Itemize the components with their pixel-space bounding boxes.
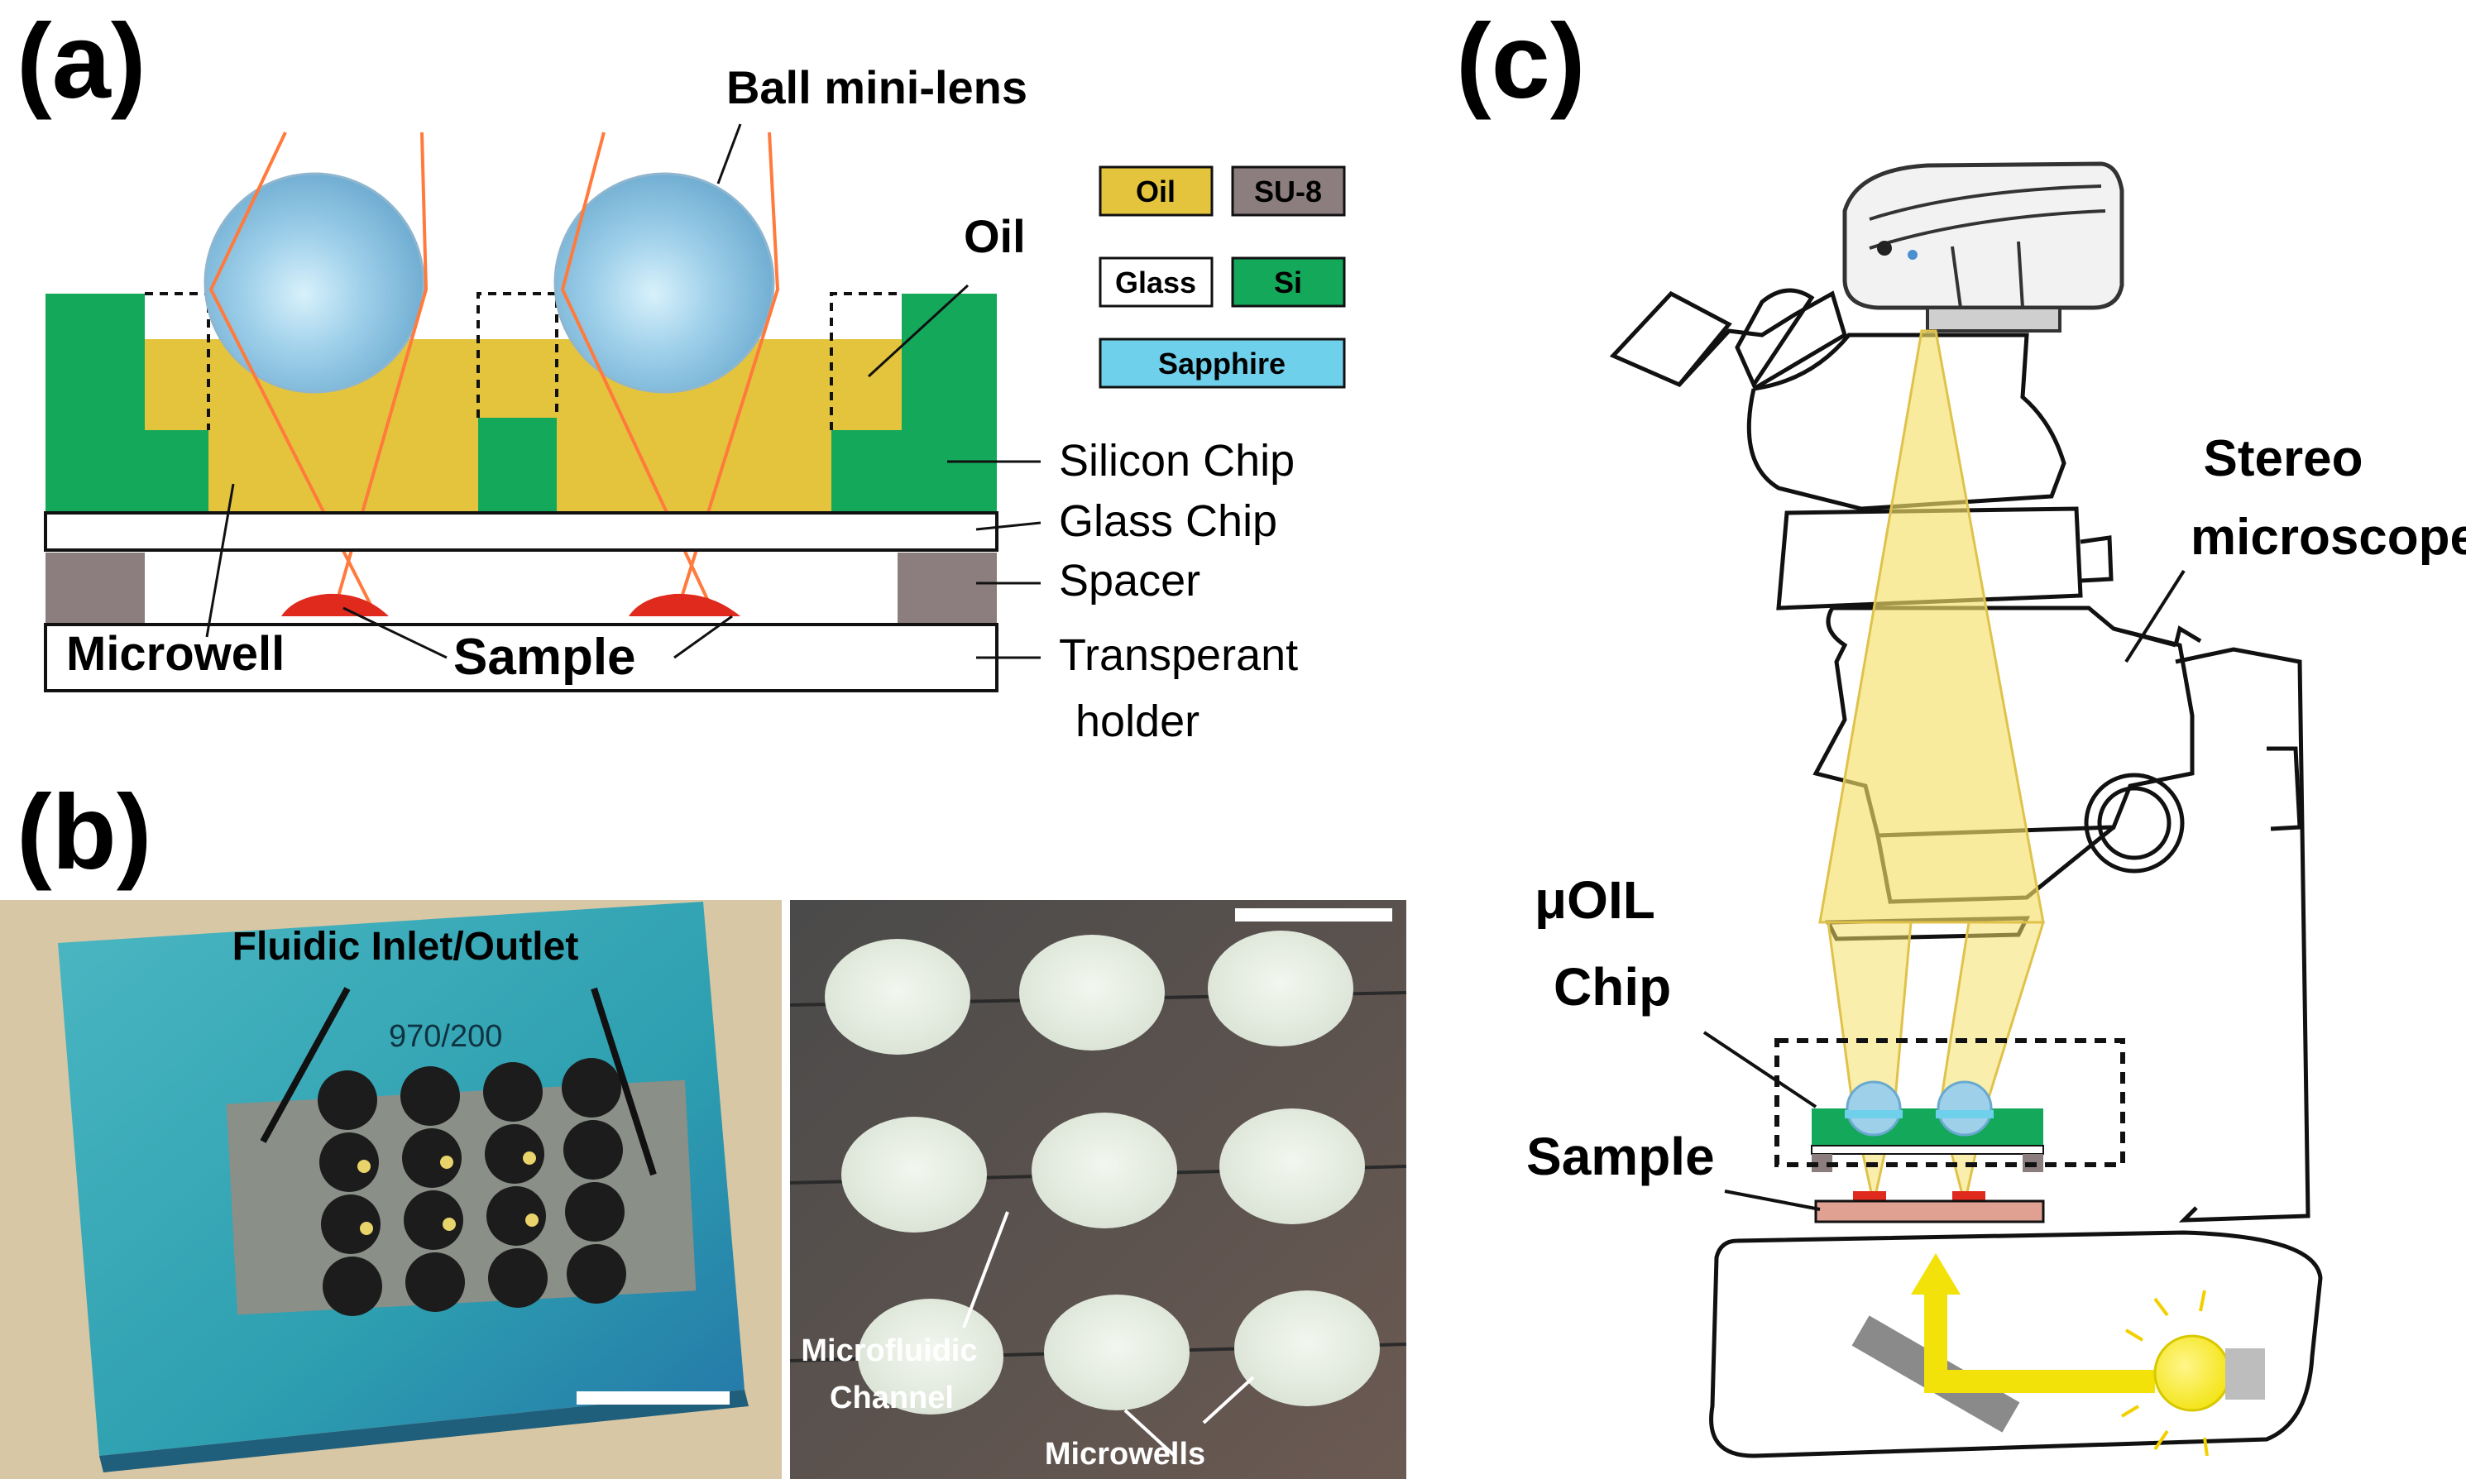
label-microwell: Microwell [66, 627, 285, 681]
label-uoil: μOIL [1535, 870, 1655, 930]
ball-lens-right [553, 172, 775, 394]
label-chip: Chip [1554, 957, 1671, 1017]
scale-bar-right [1235, 908, 1392, 922]
legend-label-sapphire: Sapphire [1158, 347, 1286, 381]
light-glow-rays [2120, 1290, 2209, 1457]
label-sample: Sample [453, 629, 636, 686]
sample-left [281, 593, 389, 616]
sample-right [629, 593, 740, 616]
camera [1842, 161, 2124, 333]
label-oil: Oil [964, 210, 1026, 262]
cross-section-diagram [44, 132, 998, 692]
camera-led-icon [1908, 250, 1918, 260]
label-spacer: Spacer [1059, 556, 1200, 606]
light-rays [208, 132, 780, 609]
bulb-icon [2153, 1334, 2231, 1412]
light-beam [1818, 329, 2046, 1204]
microwell-photo: Microfluidic Channel Microwells [789, 900, 1407, 1479]
panel-label-b: (b) [17, 773, 151, 892]
material-legend: Oil SU-8 Glass Si Sapphire [1099, 165, 1346, 389]
microscope-drawing: Stereo microscope μOIL Chip Sample [1526, 161, 2466, 1458]
label-microscope: microscope [2191, 509, 2466, 566]
panel-a-leaders [205, 123, 1041, 659]
silicon-left [45, 294, 208, 513]
camera-button-icon [1877, 241, 1892, 256]
label-channel: Channel [830, 1381, 954, 1415]
arrow-up-icon [1911, 1253, 1961, 1295]
legend-label-su8: SU-8 [1254, 175, 1322, 208]
glass-chip [44, 511, 998, 552]
label-holder: holder [1075, 697, 1199, 746]
chip-edge [99, 1390, 749, 1472]
microwell-grid [825, 931, 1380, 1415]
ball-lens-left [204, 172, 425, 394]
legend-label-glass: Glass [1115, 266, 1196, 299]
spacer-right [898, 553, 997, 623]
chip-marking: 970/200 [389, 1019, 502, 1054]
label-silicon-chip: Silicon Chip [1059, 436, 1295, 486]
panel-c-leaders [1702, 569, 2186, 1211]
legend-label-oil: Oil [1136, 175, 1176, 208]
light-path [1924, 1290, 2155, 1393]
inlet-pointer [260, 987, 351, 1143]
light-source [1851, 1253, 2265, 1457]
legend-swatch-si [1231, 256, 1346, 308]
legend-swatch-sapphire [1099, 337, 1346, 389]
label-microwells: Microwells [1045, 1437, 1205, 1472]
panel-b-leaders [962, 1211, 1255, 1458]
outlet-pointer [591, 987, 657, 1176]
legend-swatch-oil [1099, 165, 1214, 217]
legend-swatch-glass [1099, 256, 1214, 308]
panel-label-c: (c) [1456, 2, 1585, 121]
bulb-socket [2225, 1348, 2265, 1400]
chip-photo: 970/200 Fluidic Inlet/Outlet [0, 900, 782, 1479]
silicon-middle [478, 418, 557, 513]
label-glass-chip: Glass Chip [1059, 496, 1277, 546]
label-fluidic-inlet-outlet: Fluidic Inlet/Outlet [232, 925, 579, 969]
silicon-right [831, 294, 997, 513]
uoil-chip [1811, 1080, 2045, 1223]
scale-bar-left [577, 1391, 730, 1405]
legend-label-si: Si [1274, 266, 1302, 299]
spacer-left [45, 553, 145, 623]
label-transperant: Transperant [1059, 630, 1298, 680]
label-microfluidic: Microfluidic [801, 1333, 977, 1368]
label-sample-c: Sample [1526, 1127, 1715, 1186]
label-ball-mini-lens: Ball mini-lens [726, 61, 1027, 113]
transparent-holder [44, 623, 998, 692]
panel-label-a: (a) [17, 2, 146, 121]
lens-array [318, 1058, 626, 1316]
label-stereo: Stereo [2204, 430, 2363, 487]
chip-highlight-box [1774, 1038, 2125, 1167]
legend-swatch-su8 [1231, 165, 1346, 217]
